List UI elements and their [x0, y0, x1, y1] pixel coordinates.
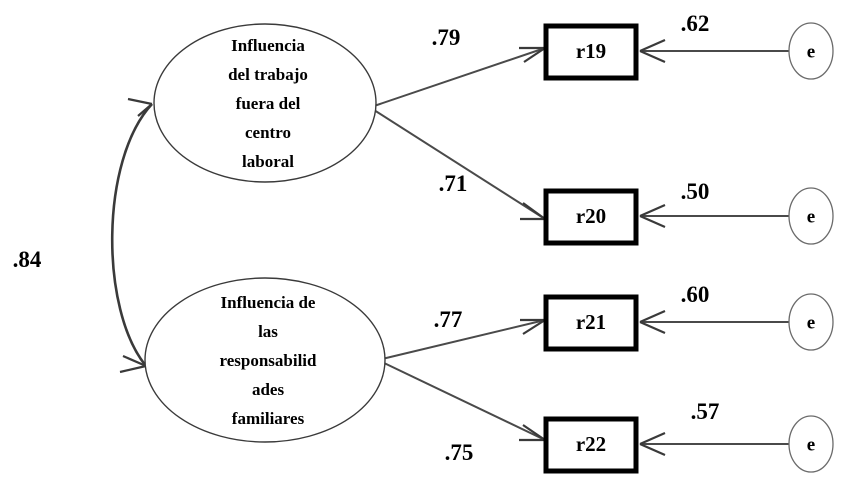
- latent-factor-1-line-3: fuera del: [236, 94, 301, 113]
- loading-arrowhead-r21: [520, 318, 546, 335]
- loading-path-factor1-r20: .71: [373, 109, 546, 221]
- latent-factor-1-line-4: centro: [245, 123, 291, 142]
- correlation-arrowhead-top: [127, 97, 153, 117]
- latent-factor-2-line-5: familiares: [232, 409, 305, 428]
- latent-factor-2-line-3: responsabilid: [219, 351, 317, 370]
- error-label-r19: e: [807, 41, 815, 62]
- correlation-arrowhead-bottom: [119, 354, 147, 374]
- loading-arrowhead-r19: [519, 46, 546, 63]
- indicator-box-r20[interactable]: [543, 188, 639, 246]
- error-arrowhead-r19: [639, 38, 666, 64]
- loading-arrowhead-r20: [520, 202, 546, 221]
- error-arrowhead-r21: [639, 309, 666, 335]
- indicator-r19[interactable]: r19: [543, 23, 639, 81]
- indicator-box-r22[interactable]: [543, 416, 639, 474]
- latent-factor-1[interactable]: Influencia del trabajo fuera del centro …: [153, 23, 377, 183]
- error-arrowhead-r22: [639, 431, 666, 457]
- loading-label-r19: .79: [432, 25, 461, 50]
- indicator-box-r21[interactable]: [543, 294, 639, 352]
- error-ellipse-r22[interactable]: [788, 415, 834, 473]
- error-term-r21[interactable]: e: [788, 293, 834, 351]
- error-ellipse-r21[interactable]: [788, 293, 834, 351]
- correlation-coefficient-label: .84: [13, 247, 42, 272]
- loading-line-r22: [381, 361, 546, 441]
- error-label-r20: e: [807, 206, 815, 227]
- error-term-r19[interactable]: e: [788, 22, 834, 80]
- loading-label-r20: .71: [439, 171, 468, 196]
- error-ellipse-r20[interactable]: [788, 187, 834, 245]
- error-path-r19: .62: [639, 11, 790, 64]
- indicator-r20[interactable]: r20: [543, 188, 639, 246]
- latent-factor-1-line-1: Influencia: [231, 36, 305, 55]
- error-arrowhead-r20: [639, 203, 666, 229]
- error-path-r20: .50: [639, 179, 790, 229]
- indicator-box-r19[interactable]: [543, 23, 639, 81]
- error-label-r21: e: [807, 312, 815, 333]
- latent-factor-1-line-5: laboral: [242, 152, 294, 171]
- loading-path-factor1-r19: .79: [373, 25, 546, 107]
- error-term-r20[interactable]: e: [788, 187, 834, 245]
- latent-factor-1-line-2: del trabajo: [228, 65, 308, 84]
- correlation-curve: [110, 103, 153, 367]
- error-label-r22: e: [807, 434, 815, 455]
- error-path-r21: .60: [639, 282, 790, 335]
- loading-label-r21: .77: [434, 307, 463, 332]
- error-value-label-r20: .50: [681, 179, 710, 204]
- latent-factor-1-ellipse[interactable]: [153, 23, 377, 183]
- indicator-r22[interactable]: r22: [543, 416, 639, 474]
- indicator-label-r20: r20: [576, 204, 606, 228]
- latent-factor-2[interactable]: Influencia de las responsabilid ades fam…: [144, 277, 386, 443]
- loading-path-factor2-r22: .75: [381, 361, 546, 465]
- loading-path-factor2-r21: .77: [381, 307, 546, 360]
- error-path-r22: .57: [639, 399, 790, 457]
- loading-line-r19: [373, 47, 546, 107]
- latent-factor-2-line-1: Influencia de: [221, 293, 316, 312]
- error-term-r22[interactable]: e: [788, 415, 834, 473]
- latent-factor-2-ellipse[interactable]: [144, 277, 386, 443]
- loading-label-r22: .75: [445, 440, 474, 465]
- error-ellipse-r19[interactable]: [788, 22, 834, 80]
- latent-factor-2-line-2: las: [258, 322, 278, 341]
- indicator-r21[interactable]: r21: [543, 294, 639, 352]
- loading-arrowhead-r22: [519, 424, 546, 442]
- indicator-label-r21: r21: [576, 310, 606, 334]
- correlation-path-factor1-factor2: .84: [13, 97, 153, 374]
- error-value-label-r19: .62: [681, 11, 710, 36]
- indicator-label-r19: r19: [576, 39, 606, 63]
- loading-line-r20: [373, 109, 546, 220]
- indicator-label-r22: r22: [576, 432, 606, 456]
- latent-factor-2-line-4: ades: [252, 380, 285, 399]
- error-value-label-r21: .60: [681, 282, 710, 307]
- loading-line-r21: [381, 319, 546, 360]
- error-value-label-r22: .57: [691, 399, 720, 424]
